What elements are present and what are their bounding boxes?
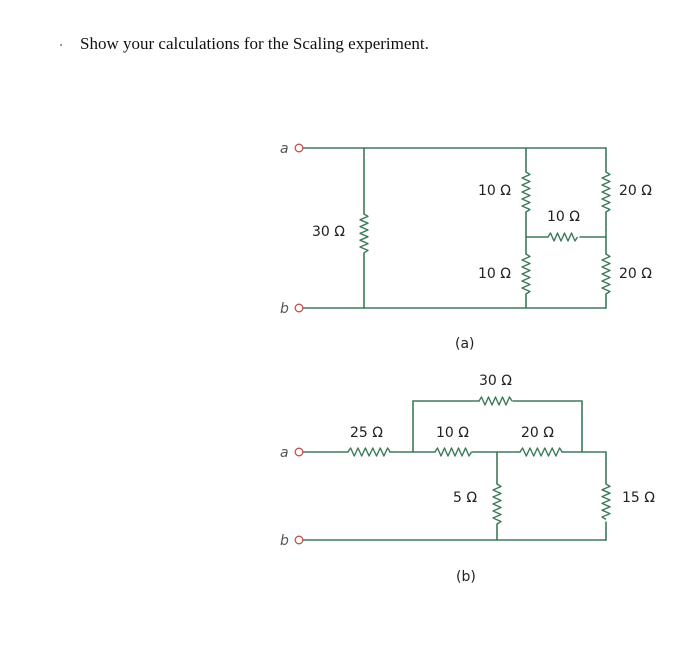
resistor-a-shunt [359, 213, 369, 254]
resistor-a-top-mid [521, 171, 531, 213]
resistor-b-shunt-mid [492, 483, 502, 525]
label-b-series2: 10 Ω [436, 425, 469, 441]
resistor-b-shunt-right [601, 483, 611, 521]
label-a-shunt: 30 Ω [312, 224, 345, 240]
label-a-top-right: 20 Ω [619, 183, 652, 199]
resistor-a-bridge [547, 232, 579, 242]
label-b-series3: 20 Ω [521, 425, 554, 441]
terminal-label-b-top: a [280, 445, 289, 461]
caption-b: (b) [456, 569, 476, 585]
circuit-b: a b 25 Ω 10 Ω 20 Ω 30 Ω 5 Ω 15 Ω (b) [280, 373, 655, 585]
caption-a: (a) [455, 336, 475, 352]
terminal-a-node-b [294, 303, 304, 313]
label-b-shunt-right: 15 Ω [622, 490, 655, 506]
terminal-b-node-b [294, 535, 304, 545]
resistor-b-series1 [347, 447, 391, 457]
question-text: Show your calculations for the Scaling e… [80, 34, 429, 53]
label-b-top: 30 Ω [479, 373, 512, 389]
resistor-a-bottom-right [601, 253, 611, 295]
terminal-label-b-bottom: b [280, 533, 289, 549]
resistor-b-series2 [434, 447, 473, 457]
label-a-bottom-right: 20 Ω [619, 266, 652, 282]
label-b-shunt-mid: 5 Ω [453, 490, 477, 506]
terminal-a-node-a [294, 143, 304, 153]
resistor-a-top-right [601, 171, 611, 213]
circuit-a: a b 30 Ω 10 Ω 10 Ω 10 Ω 20 Ω 20 Ω (a) [280, 141, 652, 352]
terminal-label-a-bottom: b [280, 301, 289, 317]
label-a-bottom-mid: 10 Ω [478, 266, 511, 282]
resistor-a-bottom-mid [521, 253, 531, 295]
terminal-b-node-a [294, 447, 304, 457]
resistor-b-top [478, 396, 513, 406]
label-b-series1: 25 Ω [350, 425, 383, 441]
label-a-top-mid: 10 Ω [478, 183, 511, 199]
label-a-bridge: 10 Ω [547, 209, 580, 225]
wire-b-top-loop [412, 400, 583, 453]
terminal-label-a-top: a [280, 141, 289, 157]
decorative-dot [60, 44, 62, 46]
resistor-b-series3 [519, 447, 563, 457]
